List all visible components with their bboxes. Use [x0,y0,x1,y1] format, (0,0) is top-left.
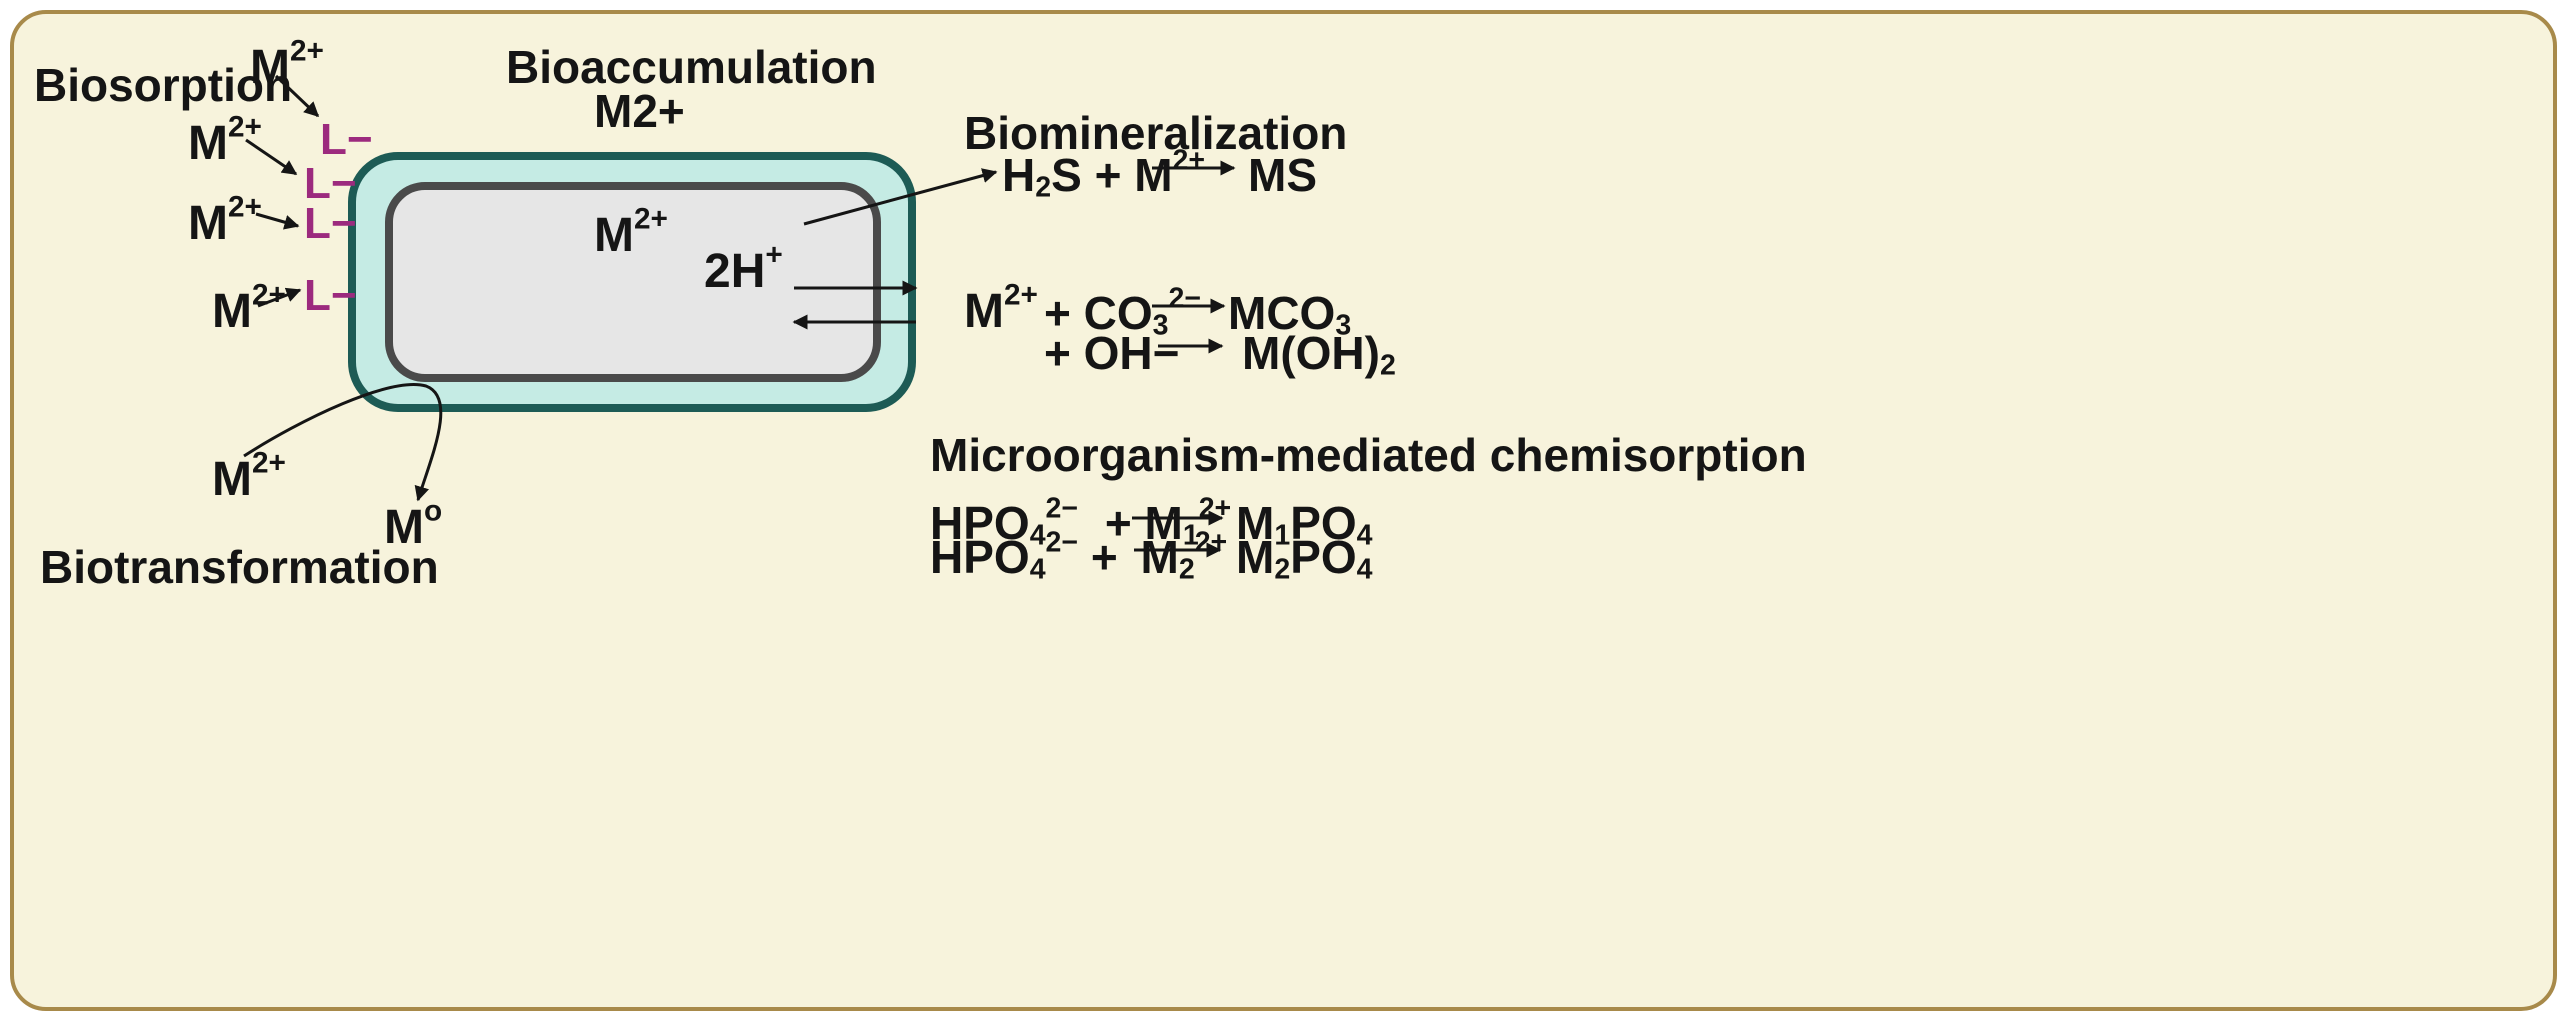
arrow-biosorption-1 [274,74,320,118]
arrow-biosorption-4 [257,287,302,308]
carbonate-product: MCO3 [1228,287,1352,342]
bioaccumulation-subheading: M2+ [594,85,685,137]
zero-valent-metal: Mo [384,494,443,554]
ligand-3: L− [304,199,357,248]
bioaccumulation-heading: Bioaccumulation [506,41,877,93]
phosphate-reaction-1-reactants: HPO42− + M12+ [930,492,1232,552]
biosorption-heading: Biosorption [34,59,293,111]
proton-label: 2H+ [704,238,783,298]
hydroxide-product: M(OH)2 [1242,327,1396,382]
phosphate-reaction-1-product: M1PO4 [1236,497,1373,552]
carbonate-metal-ion: M2+ [964,278,1038,338]
biotransformation-metal-ion: M2+ [212,446,286,506]
arrow-biotransformation [243,383,443,502]
phosphate-reaction-2-product: M2PO4 [1236,531,1373,586]
metal-ion-1: M2+ [250,34,324,94]
arrow-biosorption-3 [255,212,300,230]
metal-ion-3: M2+ [188,190,262,250]
cytoplasm [385,182,881,382]
arrow-h2s [803,168,998,226]
metal-ion-4: M2+ [212,278,286,338]
hydroxide-anion: + OH− [1044,327,1180,379]
arrow-biosorption-2 [245,138,298,176]
sulfide-reactants: H2S + M2+ [1002,144,1206,204]
carbonate-anion: + CO32− [1044,282,1202,342]
biomineralization-heading: Biomineralization [964,107,1348,159]
biotransformation-heading: Biotransformation [40,541,439,593]
sulfide-product: MS [1248,149,1317,201]
ligand-4: L− [304,271,357,320]
chemisorption-heading: Microorganism-mediated chemisorption [930,429,1807,481]
phosphate-reaction-2-reactants: HPO42− + M22+ [930,526,1228,586]
intracellular-metal-ion: M2+ [594,202,668,262]
metal-ion-2: M2+ [188,110,262,170]
ligand-1: L− [320,115,373,164]
ligand-2: L− [304,159,357,208]
